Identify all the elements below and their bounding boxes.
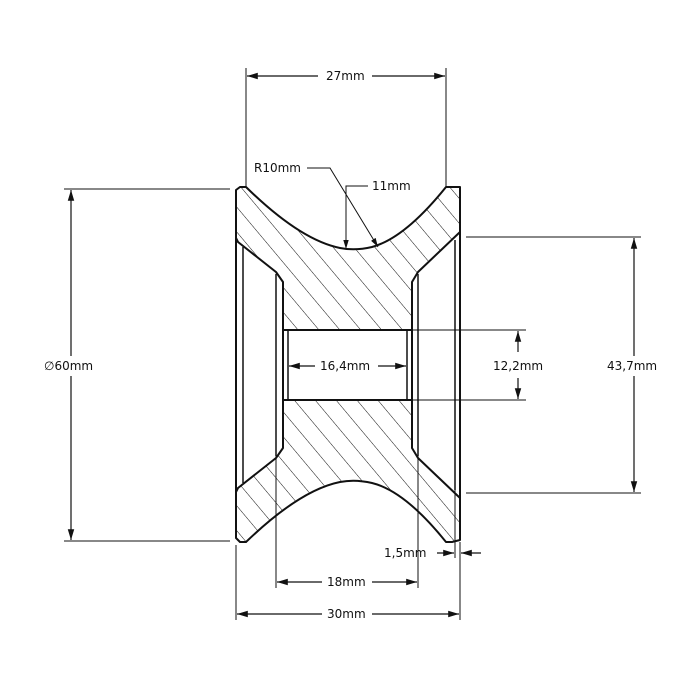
dim-hub-width bbox=[275, 456, 419, 588]
dim-outer-diameter bbox=[64, 188, 230, 542]
label-top-width: 27mm bbox=[326, 69, 365, 83]
lower-section bbox=[235, 399, 461, 543]
label-hub-diameter: 43,7mm bbox=[607, 359, 658, 373]
label-groove-radius: R10mm bbox=[254, 161, 301, 175]
label-flange-thickness: 1,5mm bbox=[384, 546, 427, 560]
dim-bore-diameter bbox=[412, 329, 526, 401]
label-outer-diameter: ∅60mm bbox=[44, 359, 94, 373]
label-bore-length: 16,4mm bbox=[320, 359, 371, 373]
outline-lines bbox=[235, 232, 461, 498]
dim-groove-depth-leader bbox=[343, 185, 368, 249]
label-groove-depth: 11mm bbox=[372, 179, 411, 193]
upper-section bbox=[235, 186, 461, 331]
label-bore-diameter: 12,2mm bbox=[493, 359, 544, 373]
dim-total-width bbox=[235, 545, 461, 620]
label-total-width: 30mm bbox=[327, 607, 366, 621]
dim-hub-diameter bbox=[466, 236, 641, 494]
dim-top-width bbox=[245, 68, 447, 187]
label-hub-width: 18mm bbox=[327, 575, 366, 589]
dim-groove-radius-leader bbox=[307, 167, 379, 248]
